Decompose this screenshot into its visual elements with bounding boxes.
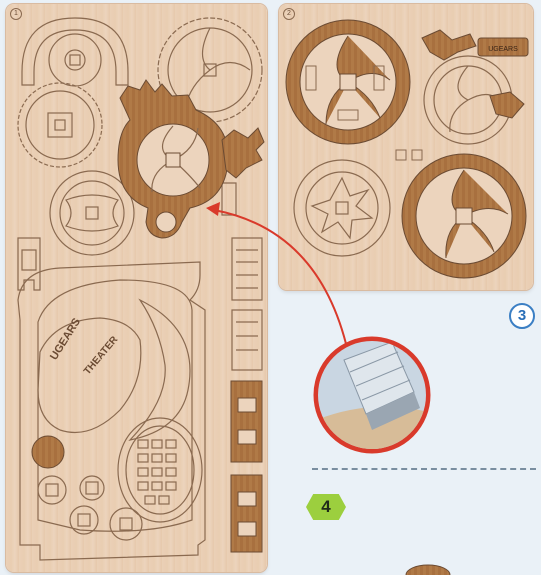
dark-gear-large-1	[286, 20, 410, 144]
small-part-15	[222, 183, 236, 215]
gear-8-part	[18, 83, 102, 167]
logo-plate: UGEARS	[478, 38, 528, 56]
token-grid	[138, 440, 176, 504]
strip-parts	[232, 238, 262, 370]
right-board-parts: UGEARS	[286, 20, 528, 278]
wheel-16-part	[50, 171, 134, 255]
gear-arch-part	[22, 18, 128, 86]
logo-plate-text: UGEARS	[488, 46, 518, 53]
frame-27-part	[18, 262, 205, 560]
step-divider	[312, 468, 536, 470]
dark-strip-2	[231, 475, 262, 552]
bottom-partial-part	[406, 565, 450, 575]
dark-dragon-part	[222, 128, 264, 178]
dark-strip-1	[231, 381, 262, 462]
utility-knife-icon	[316, 339, 428, 452]
curved-arrow-icon	[206, 202, 348, 352]
dark-gear-large-2	[402, 154, 526, 278]
flower-wheel-part	[294, 160, 390, 256]
step-3-marker: 3	[509, 303, 535, 329]
dark-round-token	[32, 436, 64, 468]
step-4-marker: 4	[306, 494, 346, 520]
small-part-17	[18, 238, 40, 290]
